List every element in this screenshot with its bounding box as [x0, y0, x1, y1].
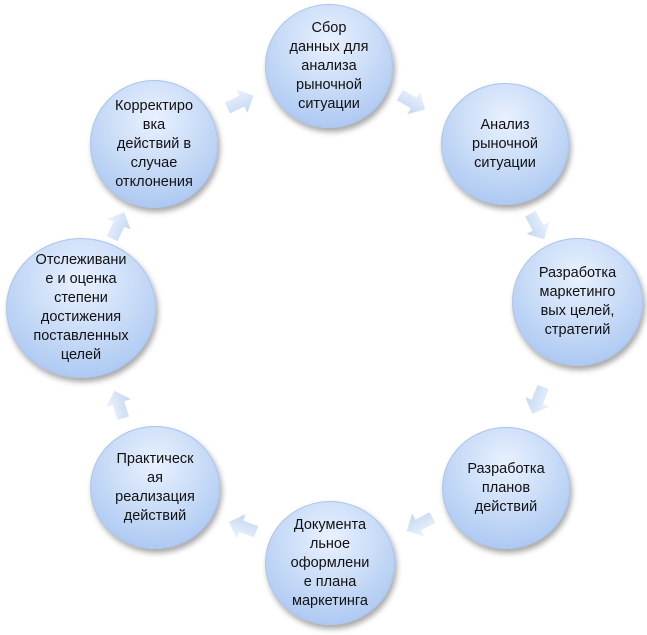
node-market-analysis: Анализ рыночной ситуации	[441, 83, 569, 205]
node-marketing-goals: Разработка маркетинго вых целей, стратег…	[512, 238, 643, 366]
arrow-n4-n5	[400, 505, 439, 543]
arrow-n3-n4	[520, 382, 556, 419]
node-label: Отслеживани е и оценка степени достижени…	[33, 252, 129, 363]
node-label: Разработка маркетинго вых целей, стратег…	[538, 265, 617, 338]
node-label: Документа льное оформлени е плана маркет…	[290, 516, 370, 609]
node-action-plans: Разработка планов действий	[442, 427, 570, 549]
node-label: Практическ ая реализация действий	[115, 450, 195, 524]
node-data-collection: Сбор данных для анализа рыночной ситуаци…	[265, 4, 393, 128]
arrow-n1-n2	[393, 83, 432, 121]
node-plan-documentation: Документа льное оформлени е плана маркет…	[265, 501, 395, 625]
arrow-n7-n8	[100, 206, 137, 245]
node-label: Разработка планов действий	[467, 460, 545, 515]
node-label: Сбор данных для анализа рыночной ситуаци…	[289, 19, 369, 112]
node-label: Анализ рыночной ситуации	[472, 116, 538, 171]
arrow-n8-n1	[221, 83, 260, 120]
arrow-n5-n6	[224, 509, 261, 545]
node-monitoring: Отслеживани е и оценка степени достижени…	[6, 238, 156, 378]
node-label: Корректиро вка действий в случае отклоне…	[114, 97, 194, 190]
arrow-n6-n7	[102, 386, 136, 423]
node-correction: Корректиро вка действий в случае отклоне…	[90, 80, 218, 208]
node-implementation: Практическ ая реализация действий	[90, 426, 220, 549]
arrow-n2-n3	[518, 207, 556, 246]
